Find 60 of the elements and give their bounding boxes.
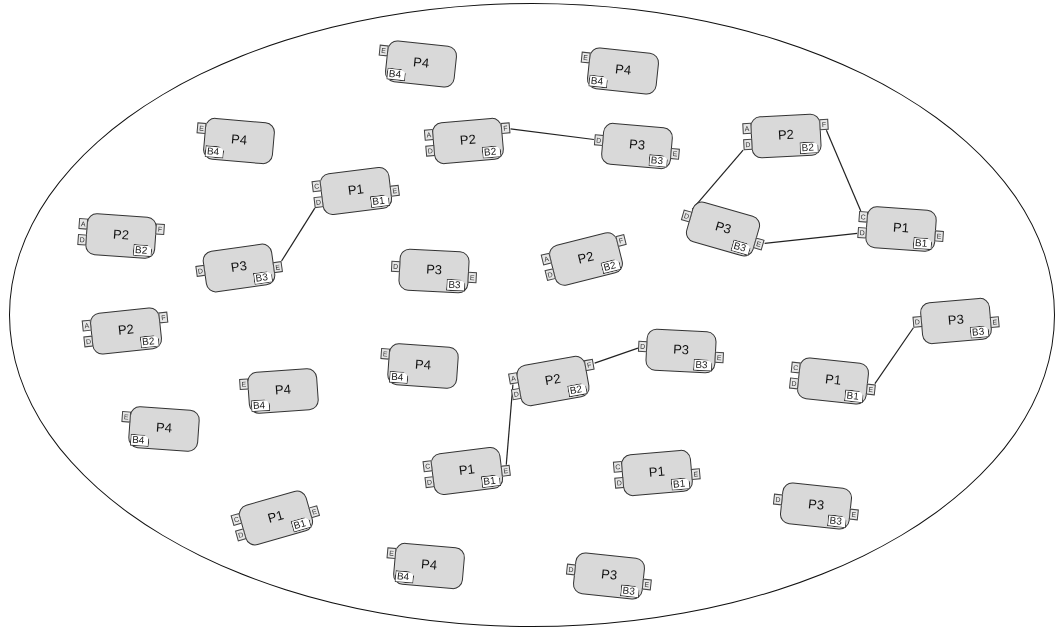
document-tag: B3: [969, 325, 990, 339]
document-tag: B2: [132, 243, 153, 258]
connector-line: [764, 232, 858, 244]
connector-line: [505, 383, 514, 466]
document-tag: B4: [250, 398, 271, 413]
component-label: P1: [648, 462, 666, 480]
component-label: P3: [713, 217, 734, 237]
document-tag: B4: [129, 433, 150, 447]
connector-line: [509, 128, 595, 141]
component-label: P4: [420, 555, 438, 573]
component-label: P1: [265, 506, 286, 526]
document-tag: B1: [480, 474, 502, 489]
component-label: P4: [414, 355, 432, 373]
connector-line: [280, 207, 316, 262]
document-tag: B2: [567, 382, 588, 398]
component-label: P3: [425, 261, 443, 277]
connector-line: [825, 129, 862, 212]
document-tag: B2: [139, 334, 160, 349]
document-tag: B2: [481, 145, 502, 159]
component-label: P4: [614, 60, 632, 78]
document-tag: B1: [670, 477, 691, 491]
component-label: P4: [274, 380, 292, 398]
document-tag: B3: [826, 514, 848, 529]
component-label: P4: [412, 53, 430, 71]
document-tag: B2: [799, 141, 819, 155]
document-tag: B4: [394, 570, 415, 584]
document-tag: B3: [648, 154, 669, 168]
document-tag: B4: [204, 145, 225, 159]
component-label: P3: [672, 341, 690, 357]
document-tag: B3: [446, 278, 466, 292]
component-label: P1: [346, 180, 365, 198]
component-label: P2: [112, 225, 130, 243]
component-label: P3: [947, 310, 965, 328]
connector-line: [874, 327, 914, 385]
component-label: P2: [777, 126, 795, 142]
document-tag: B3: [252, 270, 274, 285]
document-tag: B3: [619, 584, 641, 599]
document-tag: B2: [600, 258, 622, 275]
component-label: P1: [892, 218, 910, 236]
component-label: P3: [600, 565, 618, 583]
document-tag: B4: [588, 74, 609, 89]
component-label: P2: [576, 247, 596, 267]
component-label: P2: [117, 320, 135, 338]
component-label: P3: [628, 135, 646, 153]
component-label: P1: [824, 370, 842, 388]
connector-line: [594, 347, 639, 364]
component-label: P4: [155, 418, 173, 436]
document-tag: B3: [693, 358, 713, 372]
component-label: P2: [459, 130, 477, 148]
document-tag: B1: [369, 194, 391, 209]
component-label: P1: [457, 460, 476, 478]
document-tag: B1: [912, 236, 933, 251]
component-label: P4: [230, 130, 248, 148]
document-tag: B4: [388, 370, 409, 384]
component-label: P3: [229, 257, 248, 275]
document-tag: B3: [730, 239, 752, 257]
component-label: P3: [807, 495, 825, 513]
document-tag: B1: [843, 389, 865, 404]
document-tag: B4: [386, 67, 407, 82]
component-label: P2: [543, 370, 562, 388]
